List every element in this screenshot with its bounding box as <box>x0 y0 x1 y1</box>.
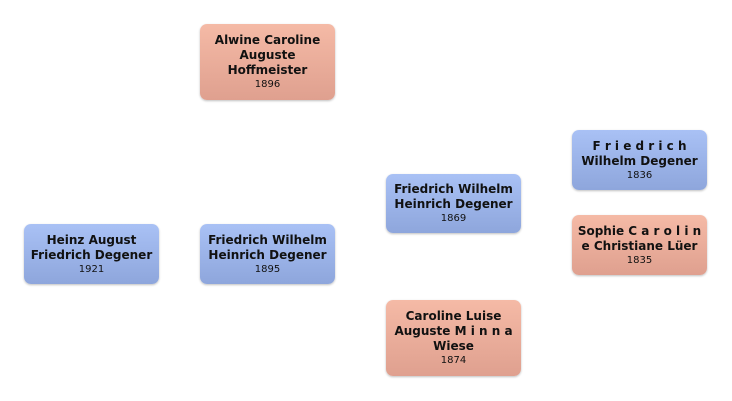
person-name-line: Friedrich Wilhelm <box>208 232 327 247</box>
person-box-paternal-grandfather[interactable]: Friedrich Wilhelm Heinrich Degener 1869 <box>386 174 521 233</box>
person-name-line: F r i e d r i c h <box>592 138 687 153</box>
person-birth-year: 1836 <box>626 169 653 181</box>
person-birth-year: 1835 <box>626 254 653 266</box>
person-name-line: Sophie C a r o l i n <box>577 223 702 238</box>
person-name-line: Caroline Luise <box>405 309 502 323</box>
person-name-line: Friedrich Degener <box>30 247 153 262</box>
person-box-paternal-great-grandmother[interactable]: Sophie C a r o l i n e Christiane Lüer 1… <box>572 215 707 275</box>
person-birth-year: 1895 <box>254 263 281 275</box>
person-box-heinz-august-friedrich-degener[interactable]: Heinz August Friedrich Degener 1921 <box>24 224 159 284</box>
person-name-line: Wiese <box>433 339 474 353</box>
person-birth-year: 1921 <box>78 263 105 275</box>
person-box-father[interactable]: Friedrich Wilhelm Heinrich Degener 1895 <box>200 224 335 284</box>
person-name-line: Friedrich Wilhelm <box>394 182 513 196</box>
person-box-mother[interactable]: Alwine Caroline Auguste Hoffmeister 1896 <box>200 24 335 100</box>
person-birth-year: 1896 <box>254 79 281 90</box>
person-name-line: Auguste M i n n a <box>394 324 513 338</box>
person-birth-year: 1869 <box>440 213 467 224</box>
person-name-line: e Christiane Lüer <box>581 238 698 253</box>
person-name-line: Heinrich Degener <box>394 197 513 211</box>
person-name-line: Hoffmeister <box>227 63 308 77</box>
person-name-line: Heinz August <box>46 232 137 247</box>
person-name-line: Wilhelm Degener <box>581 153 698 168</box>
person-name-line: Alwine Caroline <box>214 33 321 47</box>
person-box-paternal-great-grandfather[interactable]: F r i e d r i c h Wilhelm Degener 1836 <box>572 130 707 190</box>
person-box-paternal-grandmother[interactable]: Caroline Luise Auguste M i n n a Wiese 1… <box>386 300 521 376</box>
person-name-line: Auguste <box>239 48 296 62</box>
person-name-line: Heinrich Degener <box>208 247 327 262</box>
person-birth-year: 1874 <box>440 355 467 366</box>
